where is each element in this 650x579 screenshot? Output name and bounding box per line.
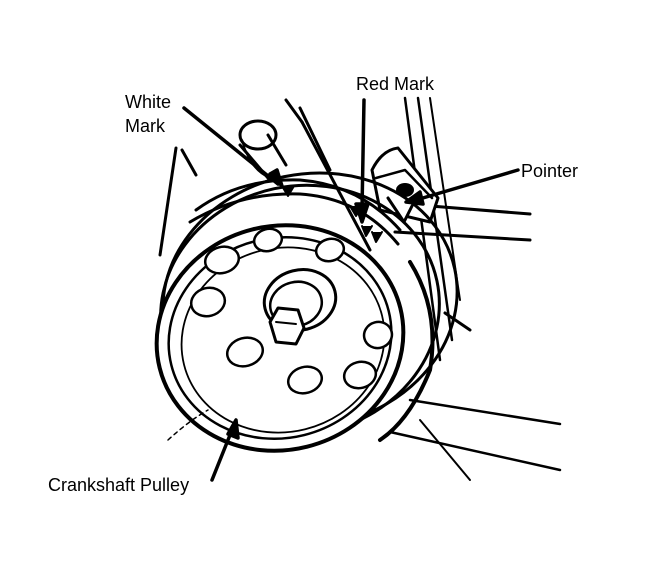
- pulley-holes: [189, 227, 394, 395]
- white-mark-label-line2: Mark: [125, 116, 165, 136]
- white-mark-label-line1: White: [125, 92, 172, 112]
- red-mark-label: Red Mark: [356, 74, 435, 94]
- pointer-label: Pointer: [521, 161, 579, 181]
- upper-bolt: [238, 119, 288, 180]
- crankshaft-pulley-label: Crankshaft Pulley: [48, 475, 190, 495]
- engine-block-outline: [158, 96, 562, 481]
- pulley-hub: [262, 268, 338, 346]
- motion-hint-curve: [167, 409, 209, 441]
- leader-lines: [182, 98, 520, 482]
